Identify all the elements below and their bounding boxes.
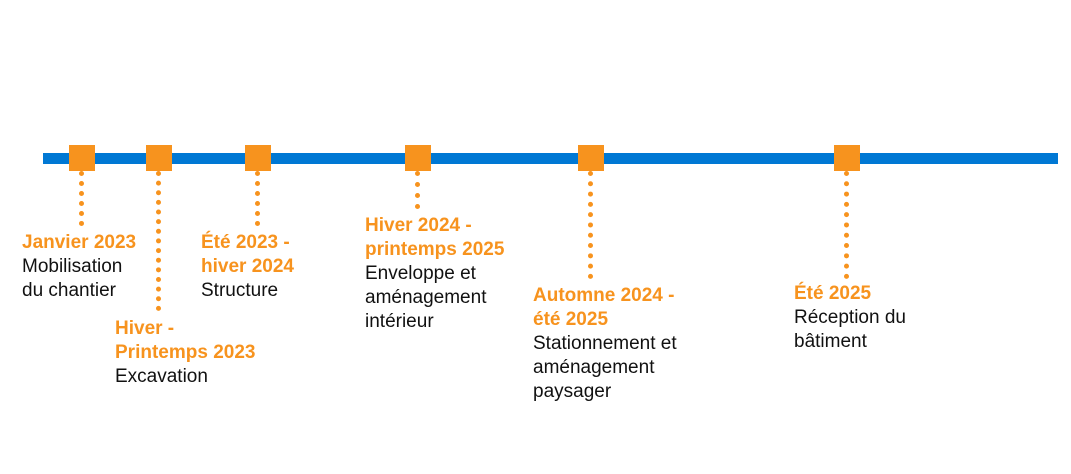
milestone-connector (156, 171, 161, 311)
milestone-description: Enveloppe et aménagement intérieur (365, 263, 487, 332)
milestone-description: Structure (201, 280, 279, 301)
milestone-marker (245, 145, 271, 171)
milestone-connector (844, 171, 849, 279)
milestone-connector (415, 171, 420, 209)
milestone-marker (69, 145, 95, 171)
milestone-label: Hiver 2024 - printemps 2025 Enveloppe et… (365, 214, 555, 334)
milestone-date: Automne 2024 - été 2025 (533, 285, 675, 330)
milestone-label: Été 2025 Réception du bâtiment (794, 282, 984, 354)
milestone-description: Stationnement et aménagement paysager (533, 333, 677, 402)
milestone-date: Été 2023 - hiver 2024 (201, 232, 294, 277)
milestone-date: Janvier 2023 (22, 232, 137, 253)
milestone-connector (588, 171, 593, 279)
milestone-connector (79, 171, 84, 226)
milestone-marker (834, 145, 860, 171)
timeline-bar (43, 153, 1058, 164)
milestone-label: Janvier 2023 Mobilisation du chantier (22, 231, 212, 303)
milestone-date: Hiver 2024 - printemps 2025 (365, 215, 505, 260)
milestone-description: Excavation (115, 366, 208, 387)
milestone-date: Hiver - Printemps 2023 (115, 318, 256, 363)
milestone-marker (405, 145, 431, 171)
milestone-description: Réception du bâtiment (794, 307, 906, 352)
milestone-label: Automne 2024 - été 2025 Stationnement et… (533, 284, 723, 404)
milestone-date: Été 2025 (794, 283, 872, 304)
milestone-marker (578, 145, 604, 171)
milestone-connector (255, 171, 260, 226)
milestone-marker (146, 145, 172, 171)
milestone-label: Hiver - Printemps 2023 Excavation (115, 317, 305, 389)
milestone-description: Mobilisation du chantier (22, 256, 123, 301)
milestone-label: Été 2023 - hiver 2024 Structure (201, 231, 391, 303)
